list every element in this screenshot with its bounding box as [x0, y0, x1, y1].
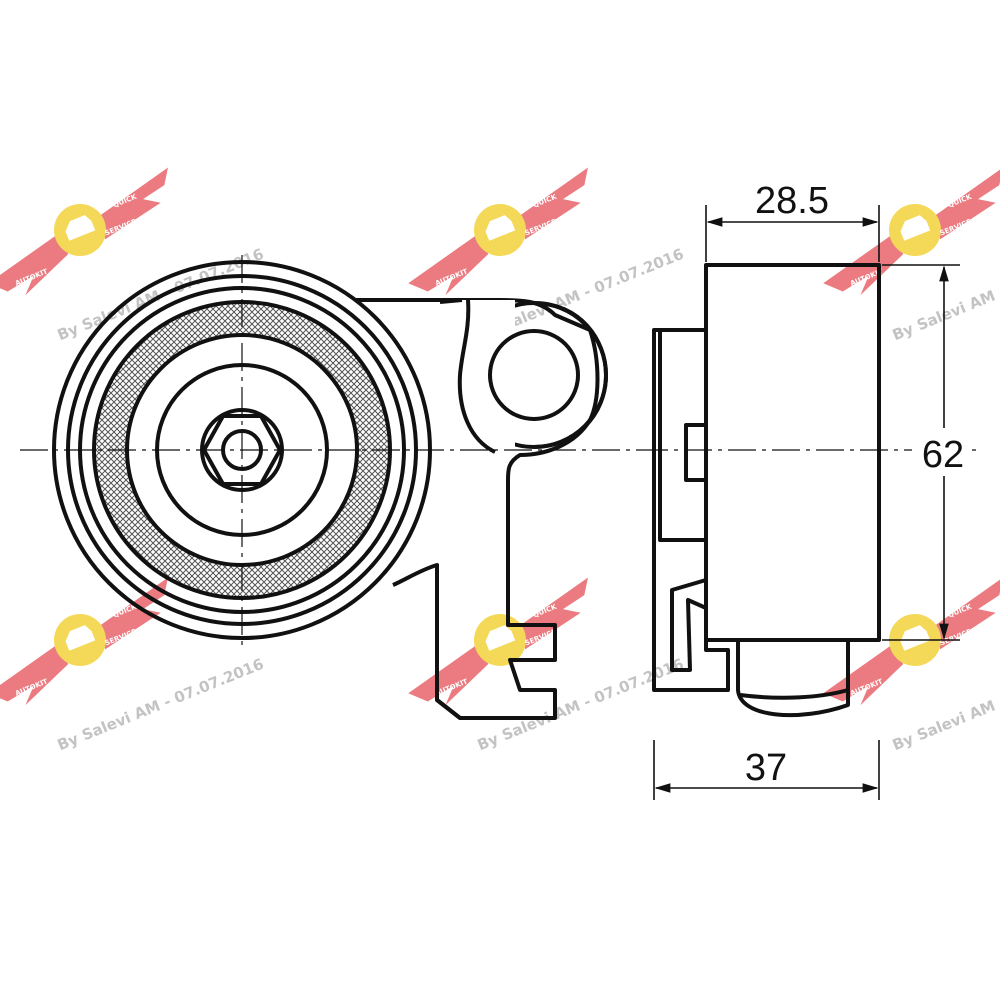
logo-car-icon: [65, 215, 96, 241]
dimension-width-bottom: 37: [745, 747, 787, 789]
bracket-side-profile: [652, 328, 730, 692]
logo-car-icon: [485, 215, 516, 241]
logo-wing-left: [0, 642, 69, 706]
logo-wing-left: [408, 642, 489, 706]
logo-car-icon: [900, 215, 931, 241]
logo-wing-right: [931, 577, 1000, 650]
logo-wing-right: [96, 167, 168, 240]
hub-side-profile: [736, 640, 850, 718]
watermark-credit-text: By Salevi AM - 07.07.2016: [890, 655, 1000, 754]
logo-wing-right: [931, 167, 1000, 240]
pulley-side-body: [704, 263, 881, 642]
arm-hole: [488, 329, 580, 421]
watermark-credit-text: By Salevi AM - 07.07.2016: [890, 245, 1000, 344]
logo-wing-right: [96, 577, 168, 650]
logo-wing-left: [408, 232, 489, 296]
watermark-credit-text: By Salevi AM - 07.07.2016: [55, 655, 267, 754]
logo-wing-right: [516, 577, 588, 650]
spacer-pin: [684, 423, 708, 482]
dimension-width-top: 28.5: [755, 180, 829, 222]
logo-car-icon: [485, 625, 516, 651]
front-view: [20, 255, 640, 720]
dimension-height-right: 62: [922, 434, 964, 476]
side-view: 28.5 62 37: [640, 180, 980, 800]
logo-wing-left: [0, 232, 69, 296]
logo-car-icon: [900, 625, 931, 651]
logo-wing-right: [516, 167, 588, 240]
logo-car-icon: [65, 625, 96, 651]
